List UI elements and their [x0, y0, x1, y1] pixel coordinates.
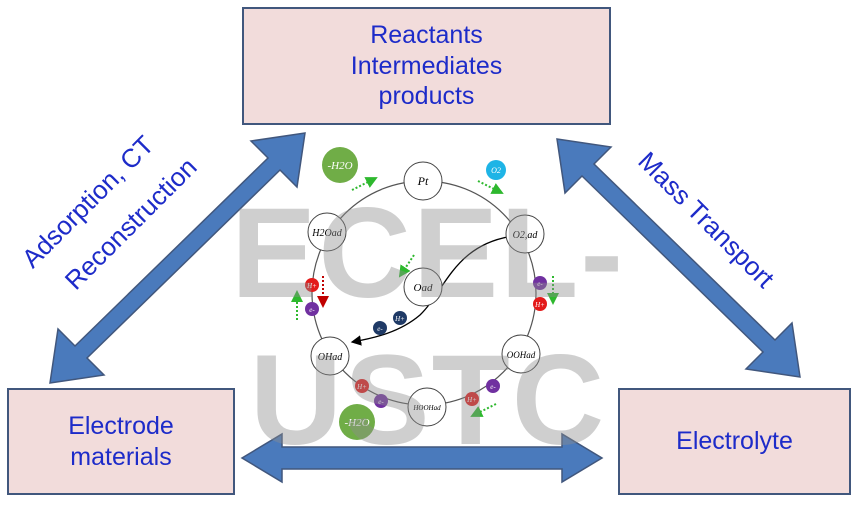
electron-bottom-right: e- [486, 379, 500, 393]
left-double-arrow [49, 132, 306, 384]
svg-text:O2: O2 [491, 166, 501, 175]
proton-release: H+ [393, 311, 407, 325]
green-arrow-o2-in [477, 180, 504, 194]
green-arrow-bottom [470, 403, 497, 417]
svg-text:-H2O: -H2O [327, 160, 352, 172]
svg-text:H+: H+ [534, 301, 545, 309]
electron-right: e- [533, 276, 547, 290]
svg-text:e-: e- [378, 398, 384, 406]
svg-text:e-: e- [309, 306, 315, 314]
green-arrow-to-pt [351, 177, 378, 191]
proton-bottom-left: H+ [355, 379, 369, 393]
svg-text:OOHad: OOHad [507, 350, 536, 360]
dissociation-arrow [350, 234, 523, 346]
products-label: products [378, 82, 475, 111]
right-double-arrow [556, 138, 801, 378]
svg-text:H+: H+ [394, 315, 405, 323]
mass-transport-label: Mass Transport [632, 146, 780, 294]
node-o-ad: Oad [403, 267, 443, 307]
node-oh-ad: OHad [310, 336, 350, 376]
svg-text:e-: e- [490, 383, 496, 391]
oxygen-molecule: O2 [486, 160, 506, 180]
svg-text:H+: H+ [356, 383, 367, 391]
electron-bottom-left: e- [374, 394, 388, 408]
svg-text:Oad: Oad [414, 282, 433, 294]
electron-release: e- [373, 321, 387, 335]
node-o2-ad: O2,ad [505, 214, 545, 254]
electrolyte-box: Electrolyte [618, 388, 851, 495]
reactants-label: Reactants [370, 21, 483, 50]
node-hooh-ad: HOOHad [407, 387, 447, 427]
water-release-bottom: -H2O [339, 404, 375, 440]
svg-text:e-: e- [537, 280, 543, 288]
svg-text:H2Oad: H2Oad [311, 228, 342, 239]
green-arrow-oad [398, 254, 415, 278]
electrode-label: Electrode [68, 412, 174, 440]
electrolyte-label: Electrolyte [676, 427, 793, 456]
svg-text:H+: H+ [466, 396, 477, 404]
node-h2o-ad: H2Oad [307, 212, 347, 252]
bottom-double-arrow [240, 432, 604, 484]
svg-text:HOOHad: HOOHad [412, 404, 441, 412]
reactants-box: Reactants Intermediates products [242, 7, 611, 125]
svg-text:H+: H+ [306, 282, 317, 290]
water-release-top: -H2O [322, 147, 358, 183]
svg-text:O2,ad: O2,ad [513, 230, 539, 241]
svg-text:Pt: Pt [417, 174, 429, 188]
electrode-materials-box: Electrode materials [7, 388, 235, 495]
proton-bottom-right: H+ [465, 392, 479, 406]
intermediates-label: Intermediates [350, 51, 503, 80]
svg-text:-H2O: -H2O [344, 417, 369, 429]
node-ooh-ad: OOHad [501, 334, 541, 374]
node-pt: Pt [403, 161, 443, 201]
proton-right: H+ [533, 297, 547, 311]
svg-text:e-: e- [377, 325, 383, 333]
electron-left: e- [305, 302, 319, 316]
materials-label: materials [70, 442, 172, 471]
svg-text:OHad: OHad [318, 352, 343, 363]
proton-left: H+ [305, 278, 319, 292]
